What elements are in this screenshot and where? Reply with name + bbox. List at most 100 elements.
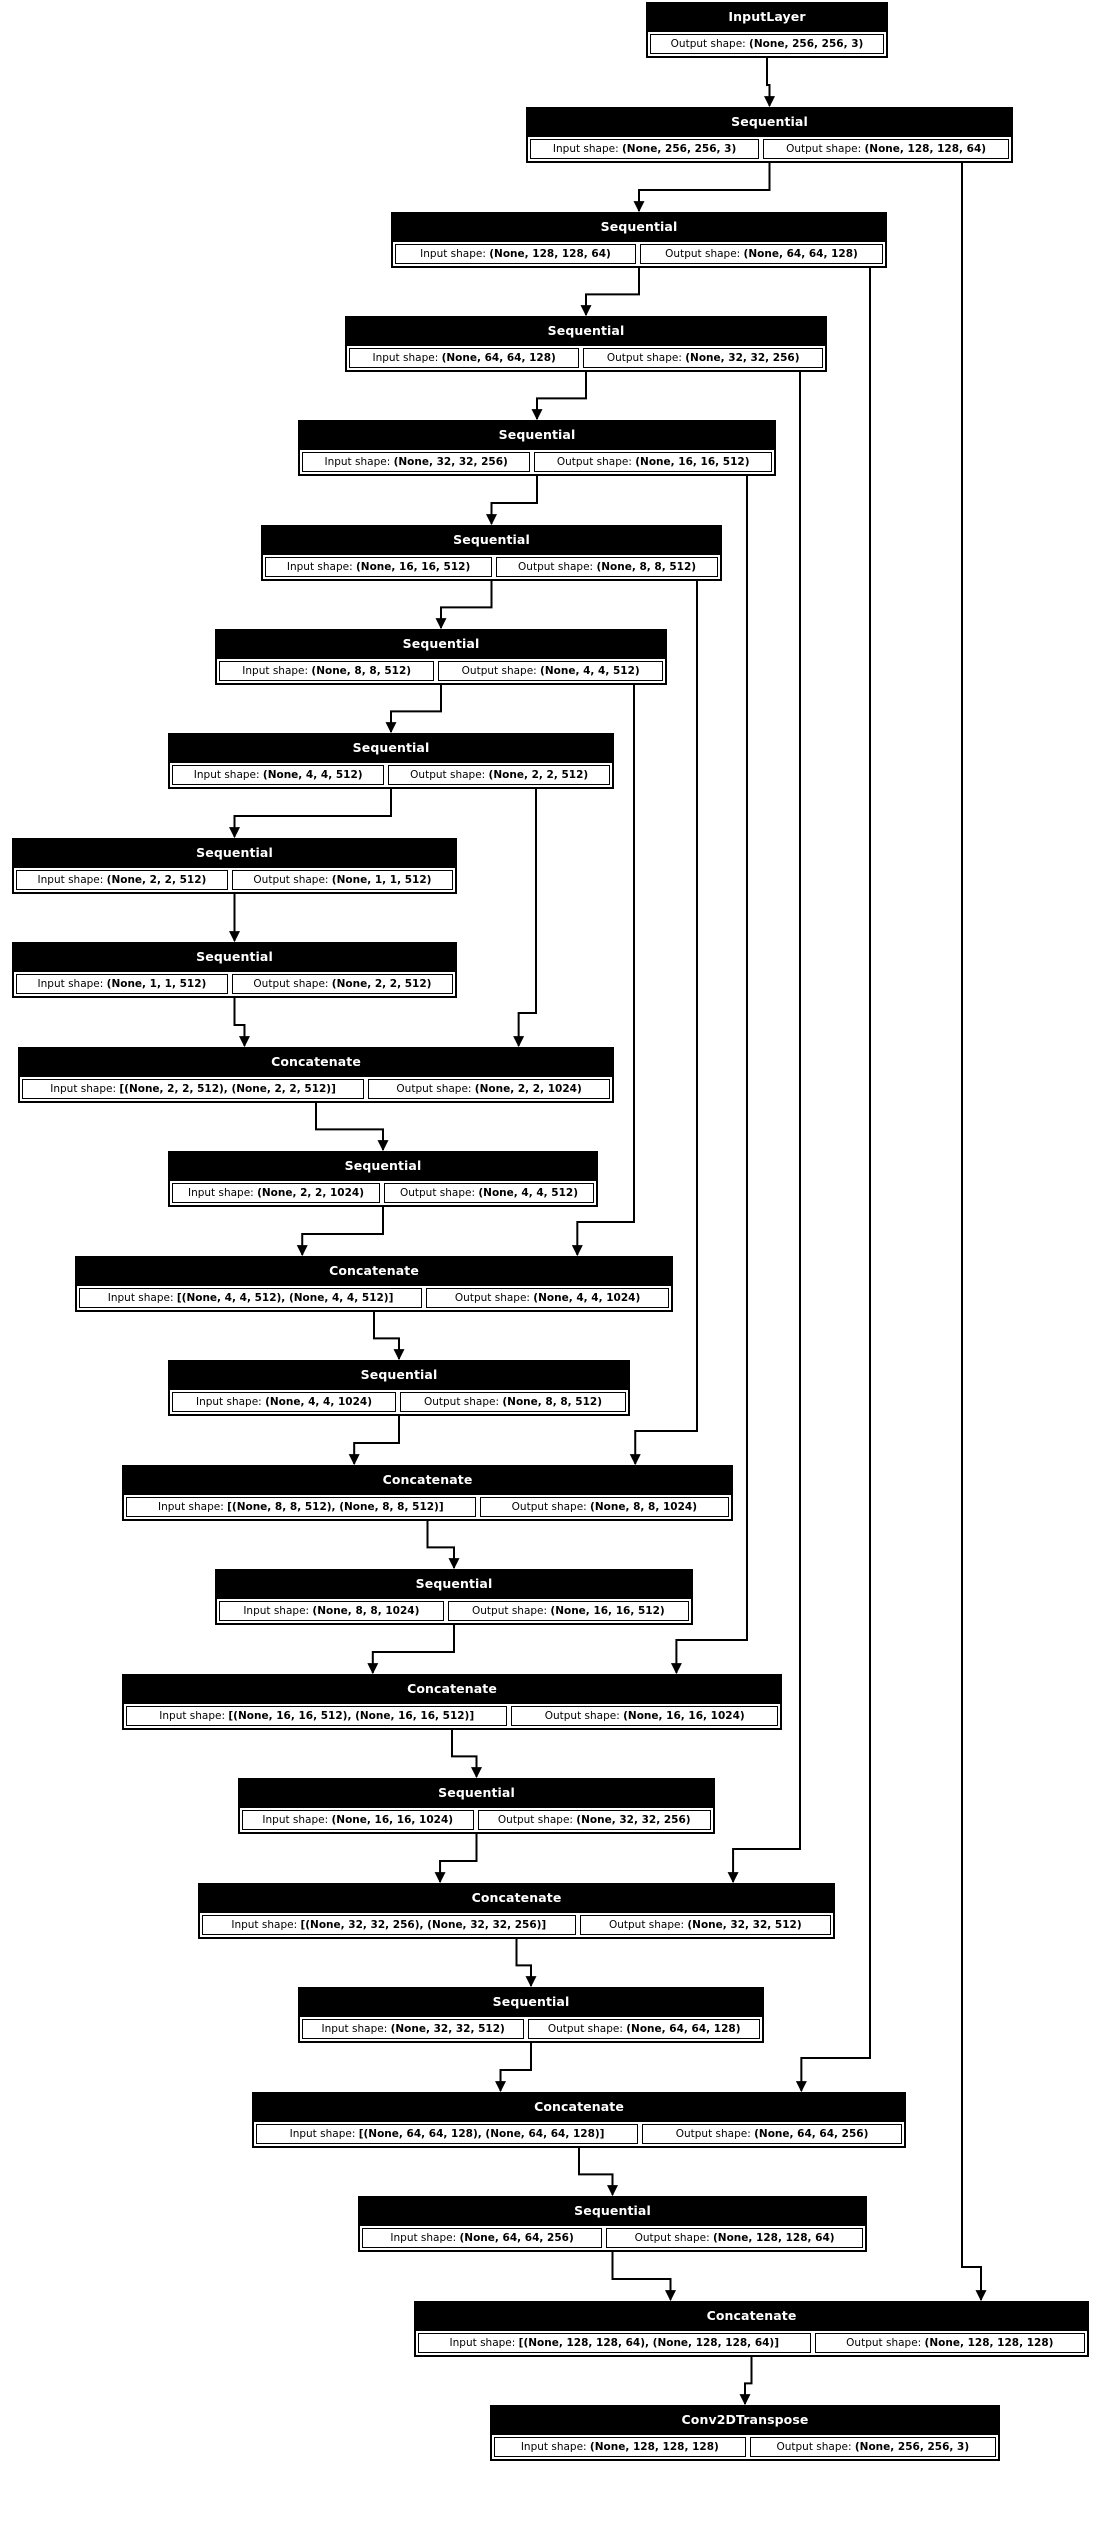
- output-shape-value: (None, 2, 2, 512): [488, 769, 589, 781]
- node-title: Concatenate: [124, 1467, 731, 1493]
- node-title: Sequential: [170, 735, 612, 761]
- input-shape-value: [(None, 128, 128, 64), (None, 128, 128, …: [518, 2337, 780, 2349]
- output-shape-value: (None, 1, 1, 512): [331, 874, 432, 886]
- output-shape-label: Output shape:: [454, 1292, 530, 1304]
- node-output-shape: Output shape: (None, 8, 8, 1024): [479, 1497, 730, 1517]
- input-shape-value: [(None, 64, 64, 128), (None, 64, 64, 128…: [358, 2128, 605, 2140]
- input-shape-value: (None, 8, 8, 512): [311, 665, 412, 677]
- node-output-shape: Output shape: (None, 2, 2, 1024): [368, 1079, 611, 1099]
- node-title: Sequential: [217, 631, 665, 657]
- node-title: Sequential: [300, 422, 774, 448]
- node-shape-row: Input shape: (None, 128, 128, 64) Output …: [393, 240, 885, 266]
- node-output-shape: Output shape: (None, 1, 1, 512): [231, 870, 454, 890]
- node-shape-row: Input shape: (None, 1, 1, 512)Output sha…: [14, 970, 455, 996]
- edge-main: [739, 2357, 753, 2406]
- output-shape-label: Output shape:: [547, 2023, 623, 2035]
- edge-main: [764, 58, 775, 108]
- node-input-shape: Input shape: (None, 16, 16, 512): [265, 557, 493, 577]
- edge-main: [348, 1416, 400, 1466]
- node-title: Sequential: [393, 214, 885, 240]
- edge-main: [315, 1103, 389, 1152]
- node-output-shape: Output shape: (None, 32, 32, 256): [477, 1810, 711, 1830]
- node-shape-row: Input shape: (None, 8, 8, 512)Output sha…: [217, 657, 665, 683]
- node-output-shape: Output shape: (None, 64, 64, 128): [528, 2019, 761, 2039]
- node-input-shape: Input shape: (None, 32, 32, 256): [302, 452, 531, 472]
- node-shape-row: Input shape: (None, 64, 64, 256)Output s…: [360, 2224, 865, 2250]
- input-shape-value: (None, 4, 4, 1024): [265, 1396, 373, 1408]
- node-input-shape: Input shape: (None, 128, 128, 128): [494, 2437, 746, 2457]
- output-shape-value: (None, 64, 64, 128): [743, 248, 858, 260]
- input-shape-value: (None, 2, 2, 512): [106, 874, 207, 886]
- node-output-shape: Output shape: (None, 2, 2, 512): [388, 765, 611, 785]
- output-shape-label: Output shape:: [776, 2441, 852, 2453]
- node-title: Concatenate: [254, 2094, 904, 2120]
- output-shape-value: (None, 32, 32, 256): [685, 352, 800, 364]
- input-shape-value: (None, 2, 2, 1024): [257, 1187, 365, 1199]
- output-shape-value: (None, 32, 32, 512): [687, 1919, 802, 1931]
- node-output-shape: Output shape: (None, 8, 8, 512): [400, 1392, 626, 1412]
- input-shape-label: Input shape:: [193, 769, 260, 781]
- output-shape-label: Output shape:: [665, 248, 741, 260]
- node-input-shape: Input shape: (None, 128, 128, 64): [395, 244, 636, 264]
- node-input-shape: Input shape: (None, 2, 2, 512): [16, 870, 228, 890]
- edge-main: [435, 581, 493, 630]
- node-input-shape: Input shape: (None, 2, 2, 1024): [172, 1183, 380, 1203]
- input-shape-value: [(None, 32, 32, 256), (None, 32, 32, 256…: [300, 1919, 547, 1931]
- input-shape-label: Input shape:: [37, 874, 104, 886]
- edge-main: [611, 2252, 676, 2302]
- output-shape-label: Output shape:: [634, 2232, 710, 2244]
- input-shape-value: (None, 4, 4, 512): [262, 769, 363, 781]
- input-shape-value: (None, 32, 32, 256): [393, 456, 508, 468]
- node-output-shape: Output shape: (None, 2, 2, 512): [231, 974, 454, 994]
- input-shape-label: Input shape:: [158, 1501, 224, 1513]
- output-shape-label: Output shape:: [846, 2337, 922, 2349]
- node-input-shape: Input shape: (None, 8, 8, 512): [219, 661, 435, 681]
- node-shape-row: Input shape: (None, 32, 32, 512)Output s…: [300, 2015, 762, 2041]
- output-shape-label: Output shape:: [511, 1501, 587, 1513]
- node-output-shape: Output shape: (None, 16, 16, 512): [447, 1601, 690, 1621]
- edge-main: [426, 1521, 460, 1570]
- node-input-shape: Input shape: (None, 4, 4, 1024): [172, 1392, 396, 1412]
- input-shape-value: (None, 64, 64, 128): [441, 352, 556, 364]
- input-shape-value: (None, 8, 8, 1024): [312, 1605, 420, 1617]
- node-input-shape: Input shape: [(None, 4, 4, 512), (None, …: [79, 1288, 423, 1308]
- input-shape-label: Input shape:: [195, 1396, 262, 1408]
- node-title: Sequential: [14, 944, 455, 970]
- output-shape-value: (None, 16, 16, 512): [635, 456, 750, 468]
- output-shape-value: (None, 128, 128, 128): [924, 2337, 1054, 2349]
- node-output-shape: Output shape: (None, 256, 256, 3): [650, 34, 884, 54]
- output-shape-label: Output shape:: [786, 143, 862, 155]
- edge-main: [296, 1207, 384, 1257]
- node-input-shape: Input shape: [(None, 32, 32, 256), (None…: [202, 1915, 576, 1935]
- edge-main: [633, 163, 771, 213]
- node-input-shape: Input shape: (None, 64, 64, 128): [349, 348, 580, 368]
- node-title: Sequential: [347, 318, 825, 344]
- input-shape-label: Input shape:: [520, 2441, 587, 2453]
- output-shape-value: (None, 8, 8, 1024): [590, 1501, 698, 1513]
- input-shape-label: Input shape:: [242, 665, 309, 677]
- output-shape-label: Output shape:: [253, 874, 329, 886]
- node-shape-row: Input shape: (None, 8, 8, 1024)Output sh…: [217, 1597, 691, 1623]
- input-shape-label: Input shape:: [289, 2128, 356, 2140]
- edge-skip: [727, 328, 817, 1884]
- output-shape-value: (None, 256, 256, 3): [854, 2441, 970, 2453]
- edge-main: [515, 1939, 537, 1988]
- node-output-shape: Output shape: (None, 4, 4, 512): [384, 1183, 594, 1203]
- edge-main: [486, 476, 538, 526]
- node-input-shape: Input shape: [(None, 16, 16, 512), (None…: [126, 1706, 508, 1726]
- edge-main: [233, 998, 250, 1048]
- node-output-shape: Output shape: (None, 128, 128, 128): [814, 2333, 1085, 2353]
- node-shape-row: Input shape: (None, 4, 4, 512) Output sha…: [170, 761, 612, 787]
